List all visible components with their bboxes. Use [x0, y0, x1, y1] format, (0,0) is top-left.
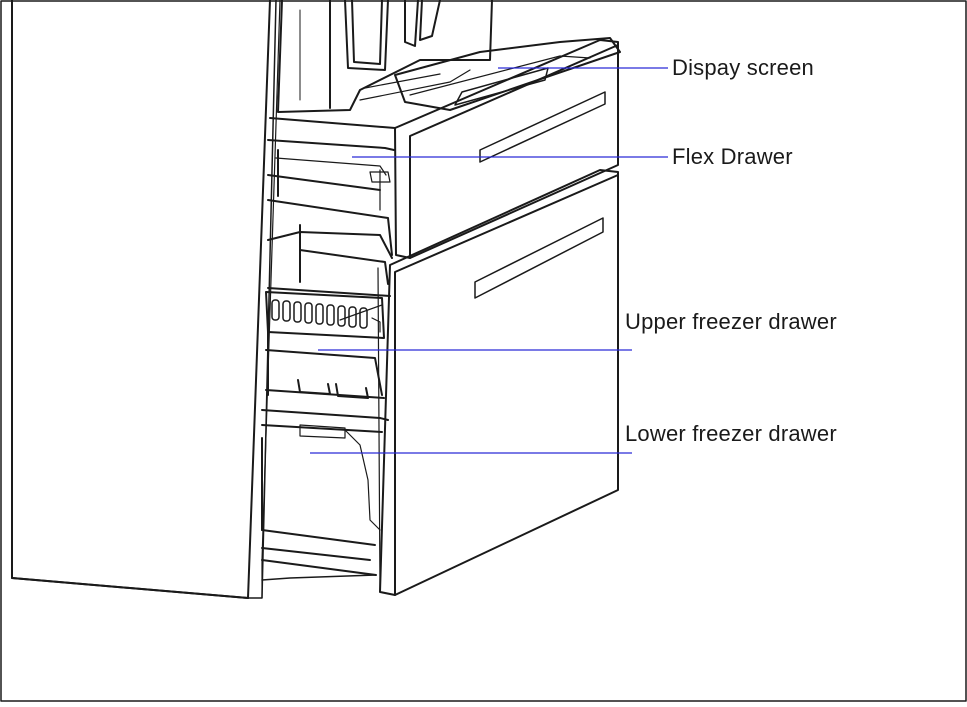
- lower-freezer-body: [261, 409, 389, 576]
- fridge-side-panel: [11, 0, 271, 599]
- display-housing: [359, 37, 621, 111]
- callout-upper-freezer-drawer: Upper freezer drawer: [625, 309, 837, 334]
- callout-display-screen: Dispay screen: [672, 55, 814, 80]
- leader-lines: [310, 67, 668, 454]
- freezer-drawer-front: [377, 169, 619, 596]
- callout-lower-freezer-drawer: Lower freezer drawer: [625, 421, 837, 446]
- callout-flex-drawer: Flex Drawer: [672, 144, 793, 169]
- upper-freezer-basket: [265, 291, 385, 399]
- freezer-interior: [267, 224, 393, 297]
- flex-drawer-front: [394, 39, 619, 259]
- flex-drawer-body: [267, 117, 396, 256]
- upper-fridge-door: [277, 0, 493, 113]
